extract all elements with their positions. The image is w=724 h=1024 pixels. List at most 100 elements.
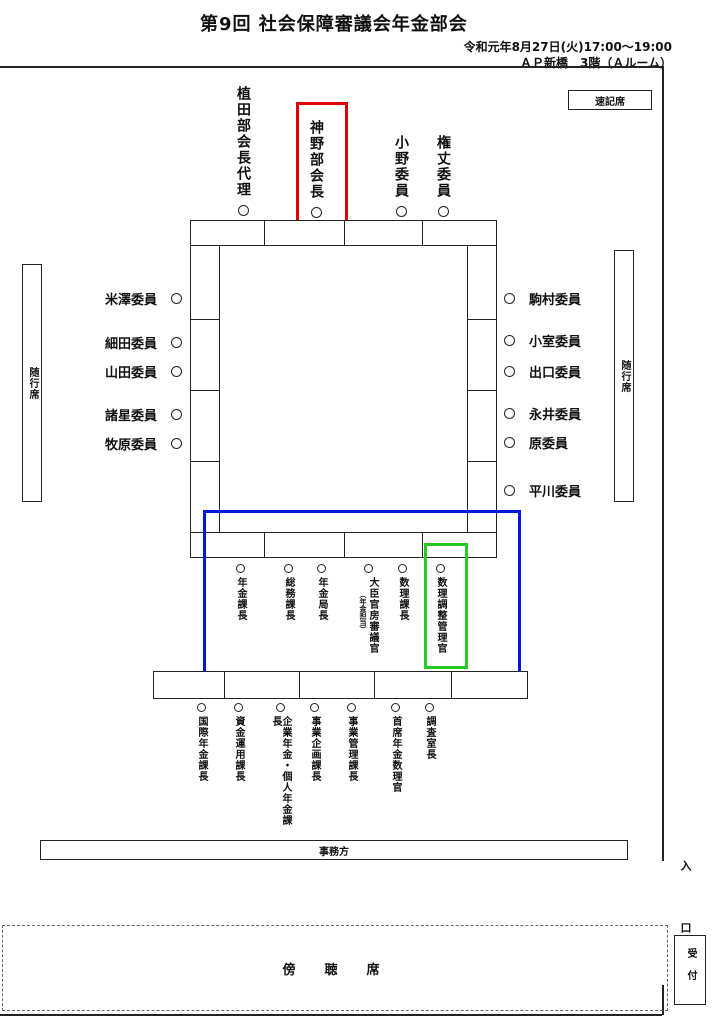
seat-label: 首席年金数理官 (390, 716, 401, 793)
entrance-marker: 入 口 (679, 860, 692, 953)
stenographer-seat-box: 速記席 (568, 90, 652, 110)
seat-note: （年金担当） (359, 591, 367, 633)
seat-label: 企業年金・個人年金課長 (270, 716, 291, 826)
seat-label: 事業管理課長 (346, 716, 357, 782)
seat-label: 小野委員 (393, 135, 409, 199)
table-top-segment (344, 220, 423, 246)
seat-label: 細田委員 (104, 337, 157, 352)
seat-label: 諸星委員 (104, 409, 157, 424)
seat-circle (309, 703, 319, 712)
seat-left-5: 牧原委員 (105, 434, 182, 453)
seat-label: 年金課長 (235, 577, 246, 621)
seat-circle (346, 703, 356, 712)
entrance-label: 入 口 (679, 860, 692, 953)
seat-circle (435, 564, 445, 573)
staff-table-segment (299, 671, 375, 699)
seat-left-3: 山田委員 (105, 362, 182, 381)
seat-label: 調査室長 (424, 716, 435, 760)
seat-label: 植田部会長代理 (235, 86, 251, 198)
seat-bottom2-7: 調査室長 (424, 703, 435, 760)
seat-circle (363, 564, 373, 573)
seat-label: 出口委員 (529, 366, 582, 381)
table-right-segment (467, 461, 497, 533)
seat-label: 永井委員 (529, 408, 582, 423)
seat-label: 権丈委員 (435, 135, 451, 199)
seat-bottom2-2: 資金運用課長 (233, 703, 244, 782)
seat-right-5: 原委員 (504, 433, 568, 452)
room-wall-corner (662, 985, 664, 1015)
seat-bottom1-5: 数理課長 (397, 564, 408, 621)
seat-right-3: 出口委員 (504, 362, 581, 381)
seat-label: 牧原委員 (104, 438, 157, 453)
seat-label: 数理課長 (397, 577, 408, 621)
seat-label: 事業企画課長 (309, 716, 320, 782)
attendant-label: 随行席 (27, 366, 38, 400)
seat-circle (424, 703, 434, 712)
seat-circle (395, 206, 407, 217)
seat-circle (390, 703, 400, 712)
seat-bottom1-6: 数理調整管理官 (435, 564, 446, 654)
seat-circle (504, 408, 515, 419)
seat-circle (504, 335, 515, 346)
seat-circle (171, 337, 182, 348)
table-top-segment (422, 220, 497, 246)
seat-bottom2-1: 国際年金課長 (196, 703, 207, 782)
seat-right-4: 永井委員 (504, 404, 581, 423)
room-wall-bottom (0, 1014, 662, 1016)
seat-label: 原委員 (529, 437, 569, 452)
room-wall-top (0, 66, 664, 68)
seat-label: 平川委員 (529, 485, 582, 500)
attendant-label: 随行席 (619, 359, 630, 393)
seat-top-4: 権丈委員 (435, 135, 451, 217)
seat-bottom1-1: 年金課長 (235, 564, 246, 621)
staff-table-segment (224, 671, 300, 699)
seat-circle (397, 564, 407, 573)
seat-bottom1-4: 大臣官房審議官 （年金担当） (359, 564, 378, 654)
table-left-segment (190, 390, 220, 462)
table-right-segment (467, 390, 497, 462)
reception-label: 受付 (685, 948, 696, 992)
attendant-box-left: 随行席 (22, 264, 42, 502)
page-title: 第9回 社会保障審議会年金部会 (200, 14, 468, 35)
seat-top-2: 神野部会長 (308, 120, 324, 218)
staff-table-segment (374, 671, 452, 699)
table-right-segment (467, 245, 497, 320)
seat-label: 総務課長 (283, 577, 294, 621)
staff-highlight (203, 510, 521, 688)
seat-label: 神野部会長 (308, 120, 324, 200)
seat-circle (196, 703, 206, 712)
seat-left-4: 諸星委員 (105, 405, 182, 424)
seat-bottom2-6: 首席年金数理官 (390, 703, 401, 793)
table-left-segment (190, 319, 220, 391)
seat-bottom2-3: 企業年金・個人年金課長 (270, 703, 291, 836)
gallery-label: 傍 聴 席 (282, 962, 388, 978)
chairman-highlight (296, 102, 348, 234)
seat-label: 小室委員 (529, 335, 582, 350)
seat-circle (275, 703, 285, 712)
seat-label: 年金局長 (316, 577, 327, 621)
seat-left-1: 米澤委員 (105, 289, 182, 308)
seat-circle (316, 564, 326, 573)
attendant-box-right: 随行席 (614, 250, 634, 502)
reception-box: 受付 (674, 935, 706, 1005)
seat-right-2: 小室委員 (504, 331, 581, 350)
seat-bottom2-4: 事業企画課長 (309, 703, 320, 782)
seat-label: 米澤委員 (104, 293, 157, 308)
seat-label: 資金運用課長 (233, 716, 244, 782)
gallery-area: 傍 聴 席 (2, 925, 668, 1011)
secretariat-label: 事務方 (319, 846, 349, 858)
meeting-date: 令和元年8月27日(火)17:00〜19:00 (463, 40, 672, 54)
meeting-venue: ＡＰ新橋 3階（Ａルーム） (520, 56, 672, 70)
table-right-segment (467, 319, 497, 391)
table-top-segment (264, 220, 345, 246)
seat-circle (233, 703, 243, 712)
actuarial-highlight (424, 543, 468, 669)
seat-circle (437, 206, 449, 217)
seat-circle (283, 564, 293, 573)
seat-left-2: 細田委員 (105, 333, 182, 352)
seat-circle (310, 207, 322, 218)
seat-top-3: 小野委員 (393, 135, 409, 217)
seat-circle (504, 485, 515, 496)
seat-top-1: 植田部会長代理 (235, 86, 251, 216)
seat-circle (237, 205, 249, 216)
